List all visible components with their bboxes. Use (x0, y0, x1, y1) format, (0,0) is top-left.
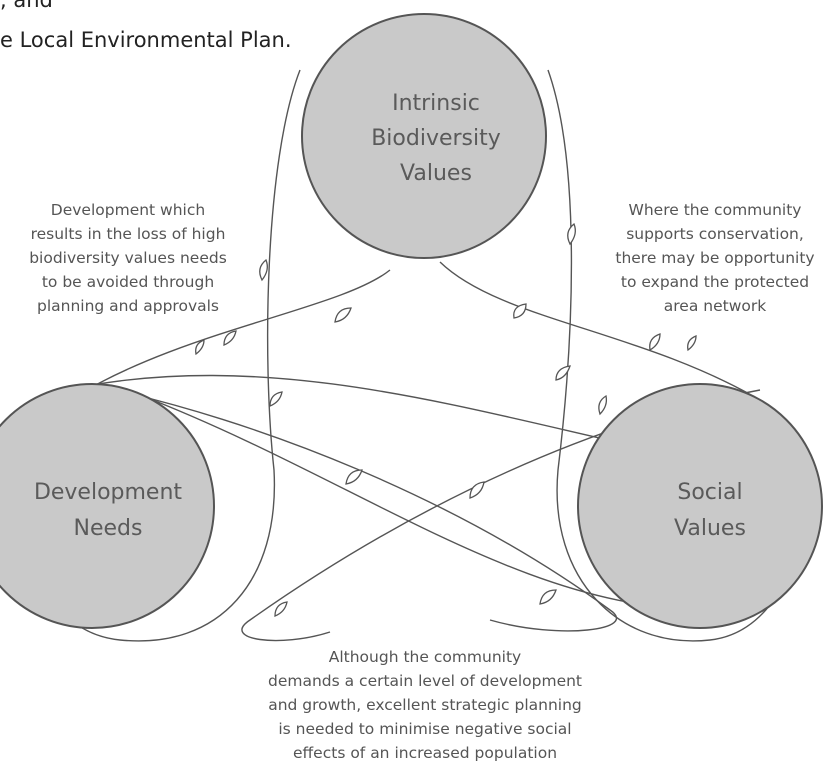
annotation-left-line-2: results in the loss of high (31, 225, 226, 243)
social-label-line-1: Social (677, 480, 742, 505)
loop-biodiversity-development (27, 69, 391, 642)
annotation-left-line-3: biodiversity values needs (29, 249, 227, 267)
development-label-line-2: Needs (74, 516, 143, 541)
biodiversity-label-line-1: Intrinsic (392, 91, 480, 116)
annotation-right-line-4: to expand the protected (621, 273, 809, 291)
annotation-right-line-3: there may be opportunity (615, 249, 814, 267)
biodiversity-label-line-3: Values (400, 161, 472, 186)
annotation-bottom-line-5: effects of an increased population (293, 744, 557, 762)
social-label-line-2: Values (674, 516, 746, 541)
leaf-decorations (195, 222, 697, 617)
annotation-right-line-5: area network (664, 297, 766, 315)
annotation-right-line-1: Where the community (629, 201, 802, 219)
annotation-bottom-line-3: and growth, excellent strategic planning (268, 696, 582, 714)
loop-development-social-lower (91, 384, 618, 632)
annotation-left: Development which results in the loss of… (29, 201, 227, 315)
loop-biodiversity-social (439, 69, 802, 642)
social-values-circle (577, 383, 823, 629)
annotation-bottom-line-2: demands a certain level of development (268, 672, 582, 690)
annotation-left-line-1: Development which (51, 201, 205, 219)
biodiversity-values-circle (301, 13, 547, 259)
document-text-line-2: e Local Environmental Plan. (0, 28, 292, 52)
annotation-bottom-line-4: is needed to minimise negative social (278, 720, 571, 738)
annotation-right-line-2: supports conservation, (626, 225, 804, 243)
development-needs-circle (0, 383, 215, 629)
annotation-bottom-line-1: Although the community (329, 648, 521, 666)
document-text-line-1: , and (0, 0, 53, 12)
biodiversity-label-line-2: Biodiversity (371, 126, 501, 151)
annotation-left-line-4: to be avoided through (42, 273, 214, 291)
development-label-line-1: Development (34, 480, 182, 505)
annotation-right: Where the community supports conservatio… (615, 201, 814, 315)
annotation-left-line-5: planning and approvals (37, 297, 219, 315)
annotation-bottom: Although the community demands a certain… (268, 648, 582, 762)
